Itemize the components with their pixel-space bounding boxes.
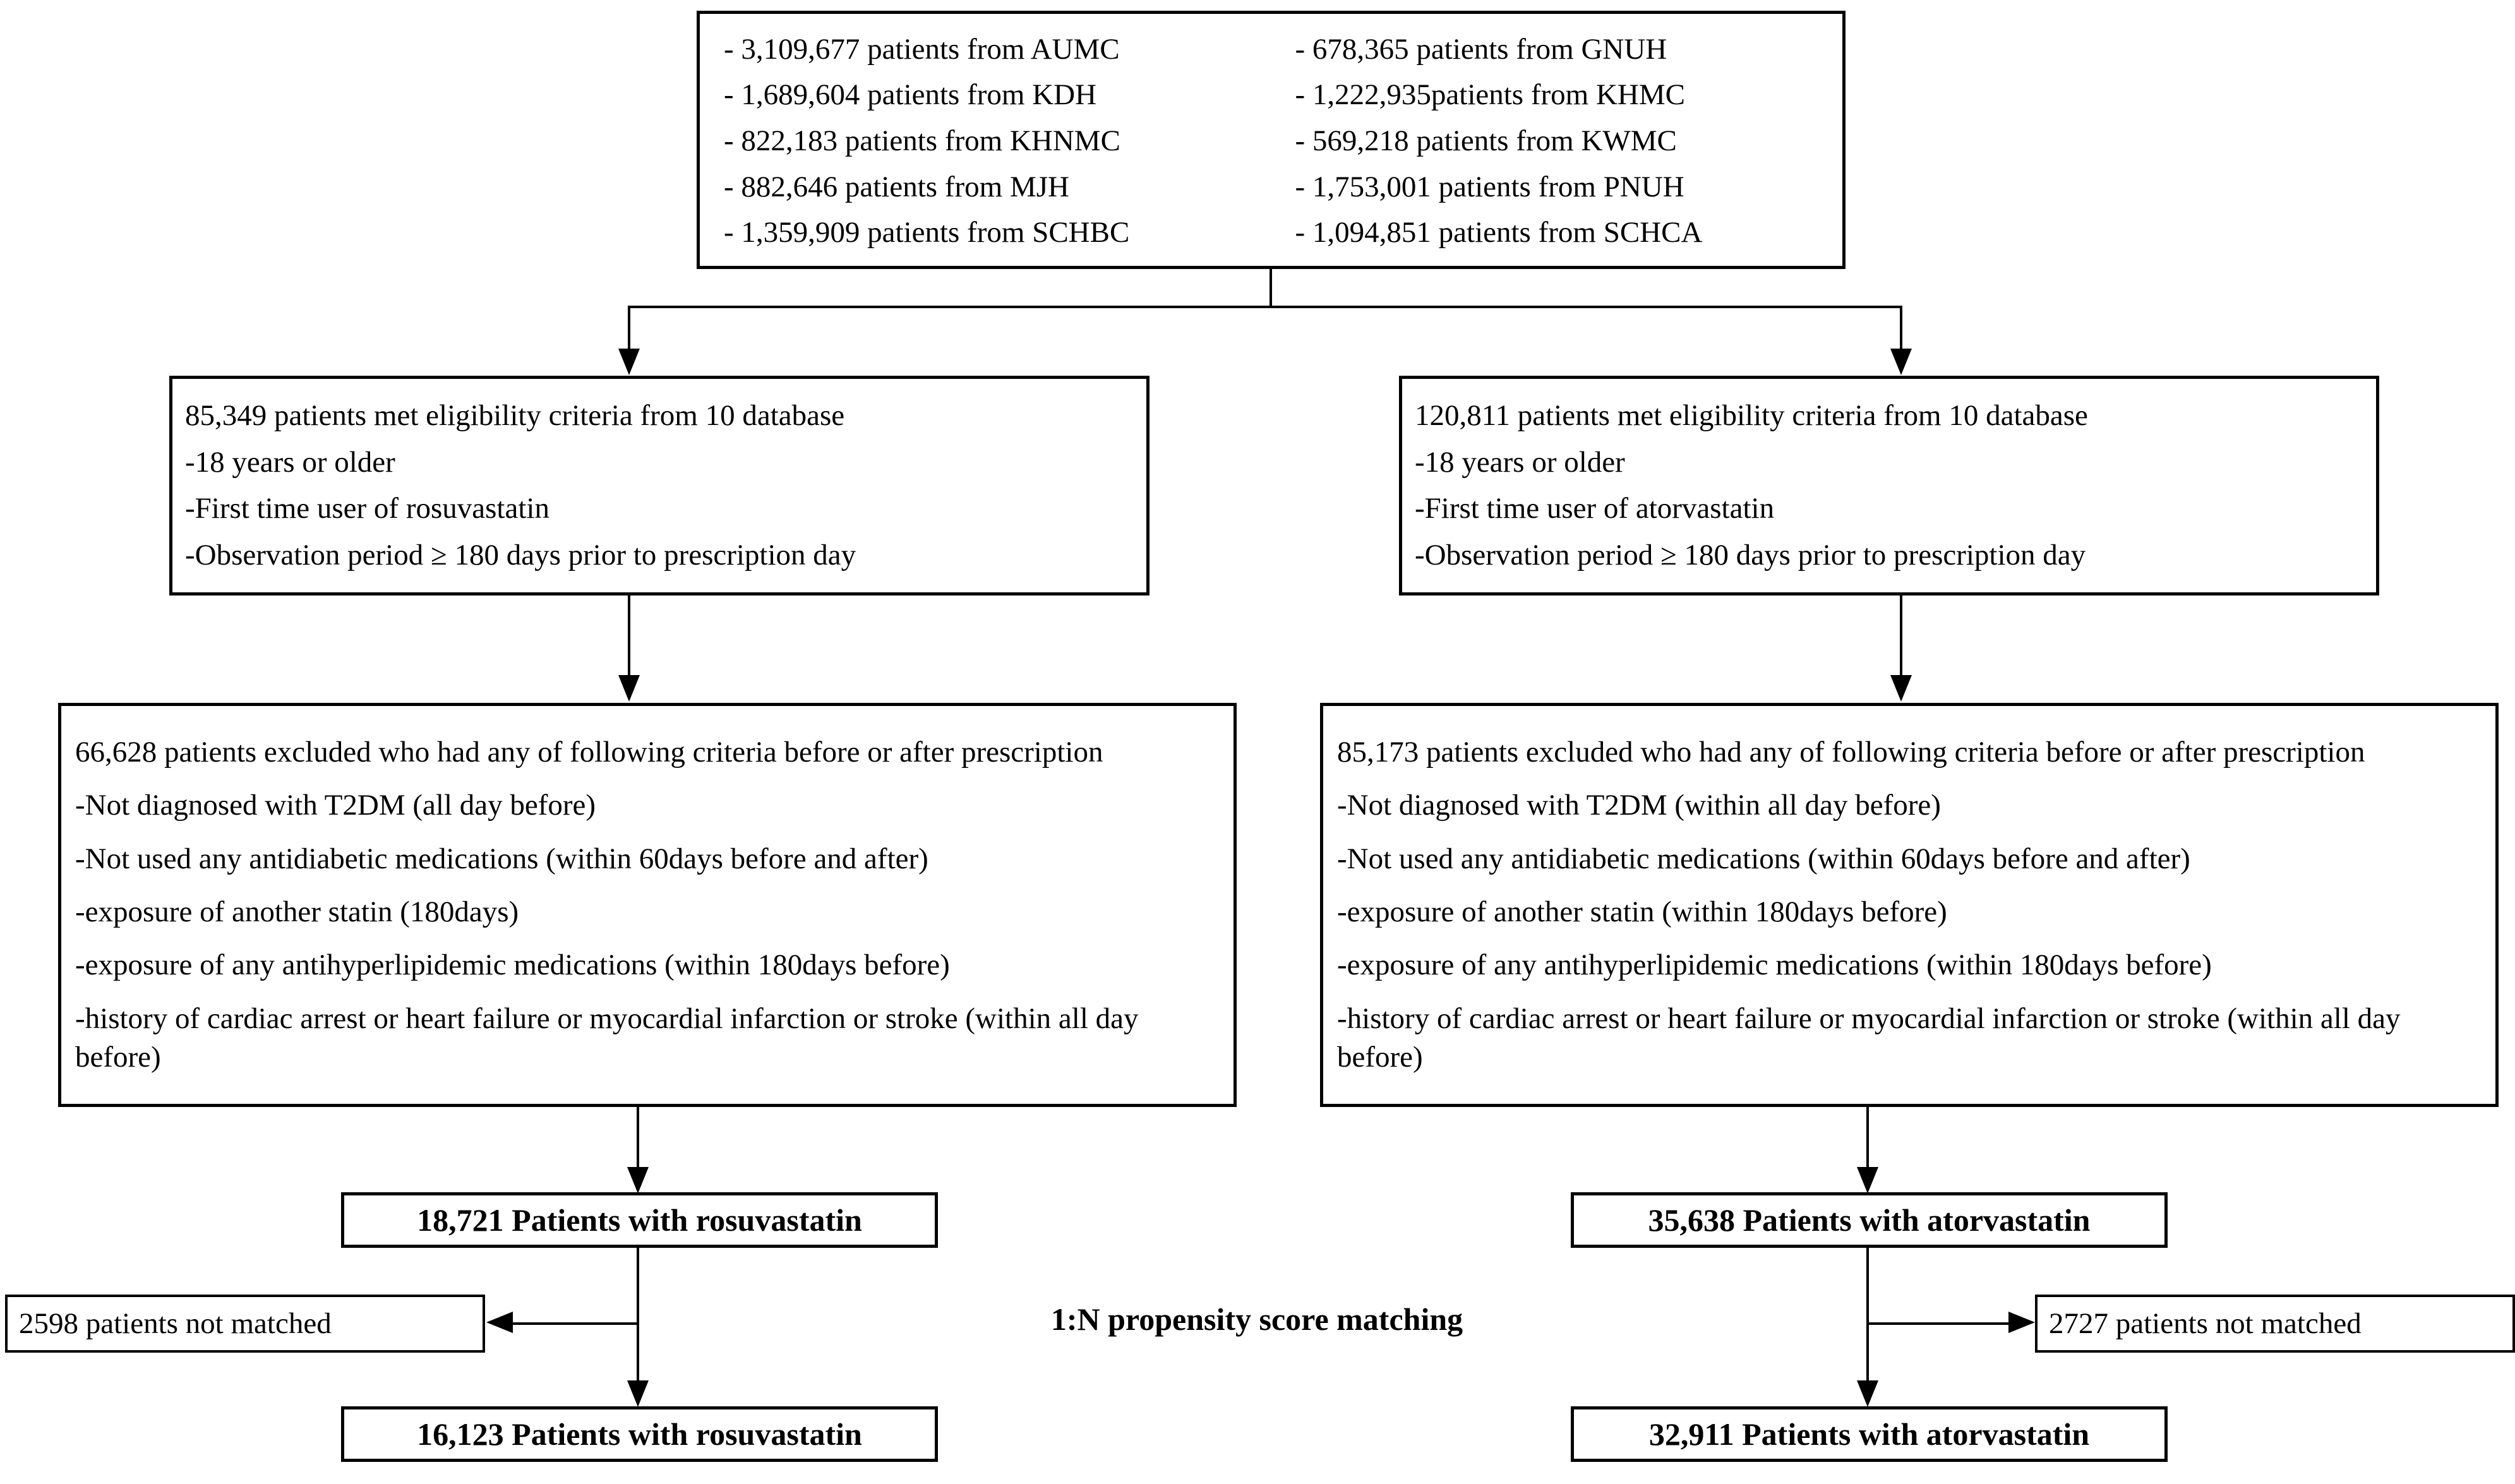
source-left-column: - 3,109,677 patients from AUMC - 1,689,6…	[700, 23, 1271, 260]
result-label: 35,638 Patients with atorvastatin	[1648, 1202, 2091, 1238]
exclusion-line: -exposure of another statin (180days)	[75, 895, 519, 929]
result-box-rosuvastatin-postmatch: 16,123 Patients with rosuvastatin	[341, 1406, 938, 1462]
source-item: - 882,646 patients from MJH	[724, 170, 1069, 203]
connector-elig-right-to-excl	[1900, 595, 1902, 676]
connector-match-left-trunk	[637, 1248, 639, 1391]
result-label: 18,721 Patients with rosuvastatin	[417, 1202, 862, 1238]
not-matched-box-right: 2727 patients not matched	[2035, 1295, 2515, 1353]
exclusion-box-rosuvastatin: 66,628 patients excluded who had any of …	[58, 703, 1237, 1107]
eligibility-box-rosuvastatin: 85,349 patients met eligibility criteria…	[169, 376, 1149, 595]
propensity-score-matching-caption: 1:N propensity score matching	[1050, 1301, 1463, 1337]
connector-not-matched-right	[1868, 1322, 2008, 1325]
result-box-atorvastatin-postmatch: 32,911 Patients with atorvastatin	[1571, 1406, 2168, 1462]
arrowhead-to-final-right	[1857, 1380, 1878, 1407]
arrowhead-to-eligibility-left	[618, 349, 640, 375]
eligibility-box-atorvastatin: 120,811 patients met eligibility criteri…	[1399, 376, 2379, 595]
source-item: - 1,222,935patients from KHMC	[1295, 78, 1685, 112]
eligibility-line: 85,349 patients met eligibility criteria…	[185, 399, 845, 433]
arrowhead-not-matched-left	[486, 1312, 513, 1333]
source-item: - 1,689,604 patients from KDH	[724, 78, 1097, 112]
exclusion-line: -exposure of any antihyperlipidemic medi…	[75, 948, 950, 982]
exclusion-line: -Not used any antidiabetic medications (…	[75, 842, 928, 875]
not-matched-label: 2727 patients not matched	[2049, 1307, 2362, 1340]
eligibility-line: -18 years or older	[185, 445, 395, 479]
eligibility-line: -First time user of rosuvastatin	[185, 492, 549, 525]
connector-split-left-down	[628, 306, 630, 350]
connector-excl-left-to-result	[637, 1107, 639, 1170]
exclusion-line: -Not used any antidiabetic medications (…	[1337, 842, 2190, 875]
connector-split-right-down	[1900, 306, 1902, 350]
exclusion-line: -Not diagnosed with T2DM (all day before…	[75, 789, 596, 822]
arrowhead-to-exclusion-left	[618, 675, 640, 702]
arrowhead-to-result-left	[627, 1167, 649, 1194]
connector-elig-left-to-excl	[628, 595, 630, 676]
connector-excl-right-to-result	[1866, 1107, 1869, 1170]
not-matched-label: 2598 patients not matched	[19, 1307, 332, 1340]
connector-source-stem	[1270, 269, 1272, 307]
exclusion-line: 66,628 patients excluded who had any of …	[75, 736, 1103, 769]
arrowhead-to-eligibility-right	[1890, 349, 1912, 375]
eligibility-line: 120,811 patients met eligibility criteri…	[1415, 399, 2088, 433]
arrowhead-to-exclusion-right	[1890, 675, 1912, 702]
exclusion-line: -exposure of another statin (within 180d…	[1337, 895, 1947, 929]
connector-split-bar	[628, 306, 1902, 308]
exclusion-box-atorvastatin: 85,173 patients excluded who had any of …	[1320, 703, 2499, 1107]
source-item: - 1,094,851 patients from SCHCA	[1295, 216, 1703, 249]
source-item: - 3,109,677 patients from AUMC	[724, 32, 1120, 66]
result-label: 32,911 Patients with atorvastatin	[1648, 1416, 2090, 1452]
connector-not-matched-left	[513, 1322, 638, 1325]
arrowhead-not-matched-right	[2008, 1312, 2035, 1333]
eligibility-line: -18 years or older	[1415, 445, 1625, 479]
arrowhead-to-result-right	[1857, 1167, 1878, 1194]
connector-match-right-trunk	[1866, 1248, 1869, 1391]
exclusion-line: -exposure of any antihyperlipidemic medi…	[1337, 948, 2212, 982]
eligibility-line: -Observation period ≥ 180 days prior to …	[1415, 538, 2086, 571]
exclusion-line: -Not diagnosed with T2DM (within all day…	[1337, 789, 1941, 822]
source-right-column: - 678,365 patients from GNUH - 1,222,935…	[1271, 23, 1843, 260]
arrowhead-to-final-left	[627, 1380, 649, 1407]
result-label: 16,123 Patients with rosuvastatin	[417, 1416, 862, 1452]
result-box-atorvastatin-prematch: 35,638 Patients with atorvastatin	[1571, 1192, 2168, 1248]
source-item: - 678,365 patients from GNUH	[1295, 32, 1667, 66]
eligibility-line: -First time user of atorvastatin	[1415, 492, 1775, 525]
not-matched-box-left: 2598 patients not matched	[5, 1295, 485, 1353]
source-item: - 822,183 patients from KHNMC	[724, 124, 1120, 157]
exclusion-line: -history of cardiac arrest or heart fail…	[75, 1002, 1139, 1074]
result-box-rosuvastatin-prematch: 18,721 Patients with rosuvastatin	[341, 1192, 938, 1248]
eligibility-line: -Observation period ≥ 180 days prior to …	[185, 538, 856, 571]
source-item: - 1,753,001 patients from PNUH	[1295, 170, 1684, 203]
source-item: - 1,359,909 patients from SCHBC	[724, 216, 1130, 249]
exclusion-line: -history of cardiac arrest or heart fail…	[1337, 1002, 2401, 1074]
exclusion-line: 85,173 patients excluded who had any of …	[1337, 736, 2365, 769]
source-databases-box: - 3,109,677 patients from AUMC - 1,689,6…	[697, 11, 1846, 269]
source-item: - 569,218 patients from KWMC	[1295, 124, 1677, 157]
